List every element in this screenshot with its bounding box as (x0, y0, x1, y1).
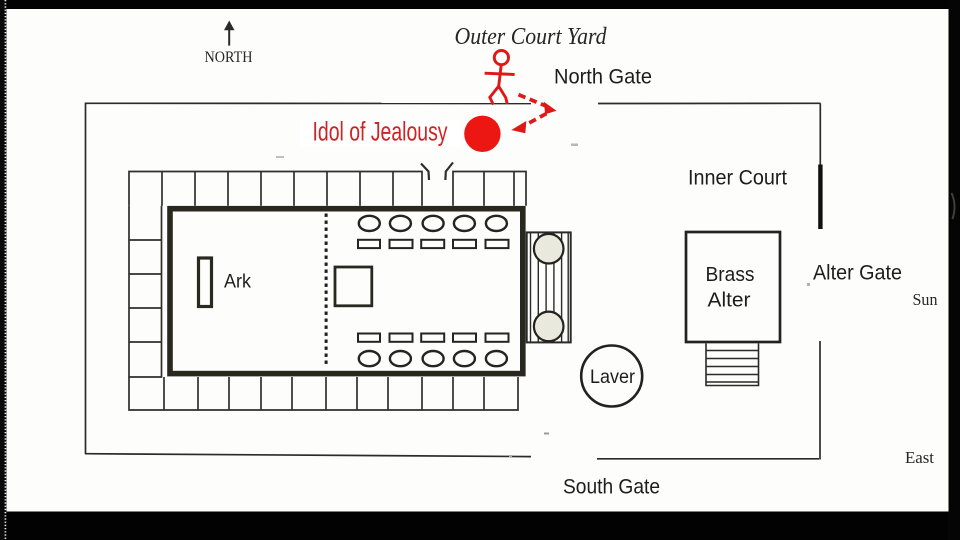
svg-text:North Gate: North Gate (554, 66, 652, 89)
svg-text:Laver: Laver (590, 366, 635, 388)
svg-text:Brass: Brass (706, 263, 755, 286)
svg-text:NORTH: NORTH (205, 49, 253, 66)
svg-text:Idol of Jealousy: Idol of Jealousy (313, 117, 448, 147)
svg-text:South Gate: South Gate (563, 476, 660, 499)
svg-text:Alter Gate: Alter Gate (813, 262, 902, 285)
svg-text:East: East (905, 448, 934, 467)
svg-text:Sun: Sun (913, 290, 938, 309)
svg-text:Outer Court Yard: Outer Court Yard (455, 24, 608, 50)
svg-text:Alter: Alter (708, 289, 751, 312)
svg-text:Inner Court: Inner Court (688, 167, 787, 190)
svg-text:Ark: Ark (224, 272, 251, 293)
